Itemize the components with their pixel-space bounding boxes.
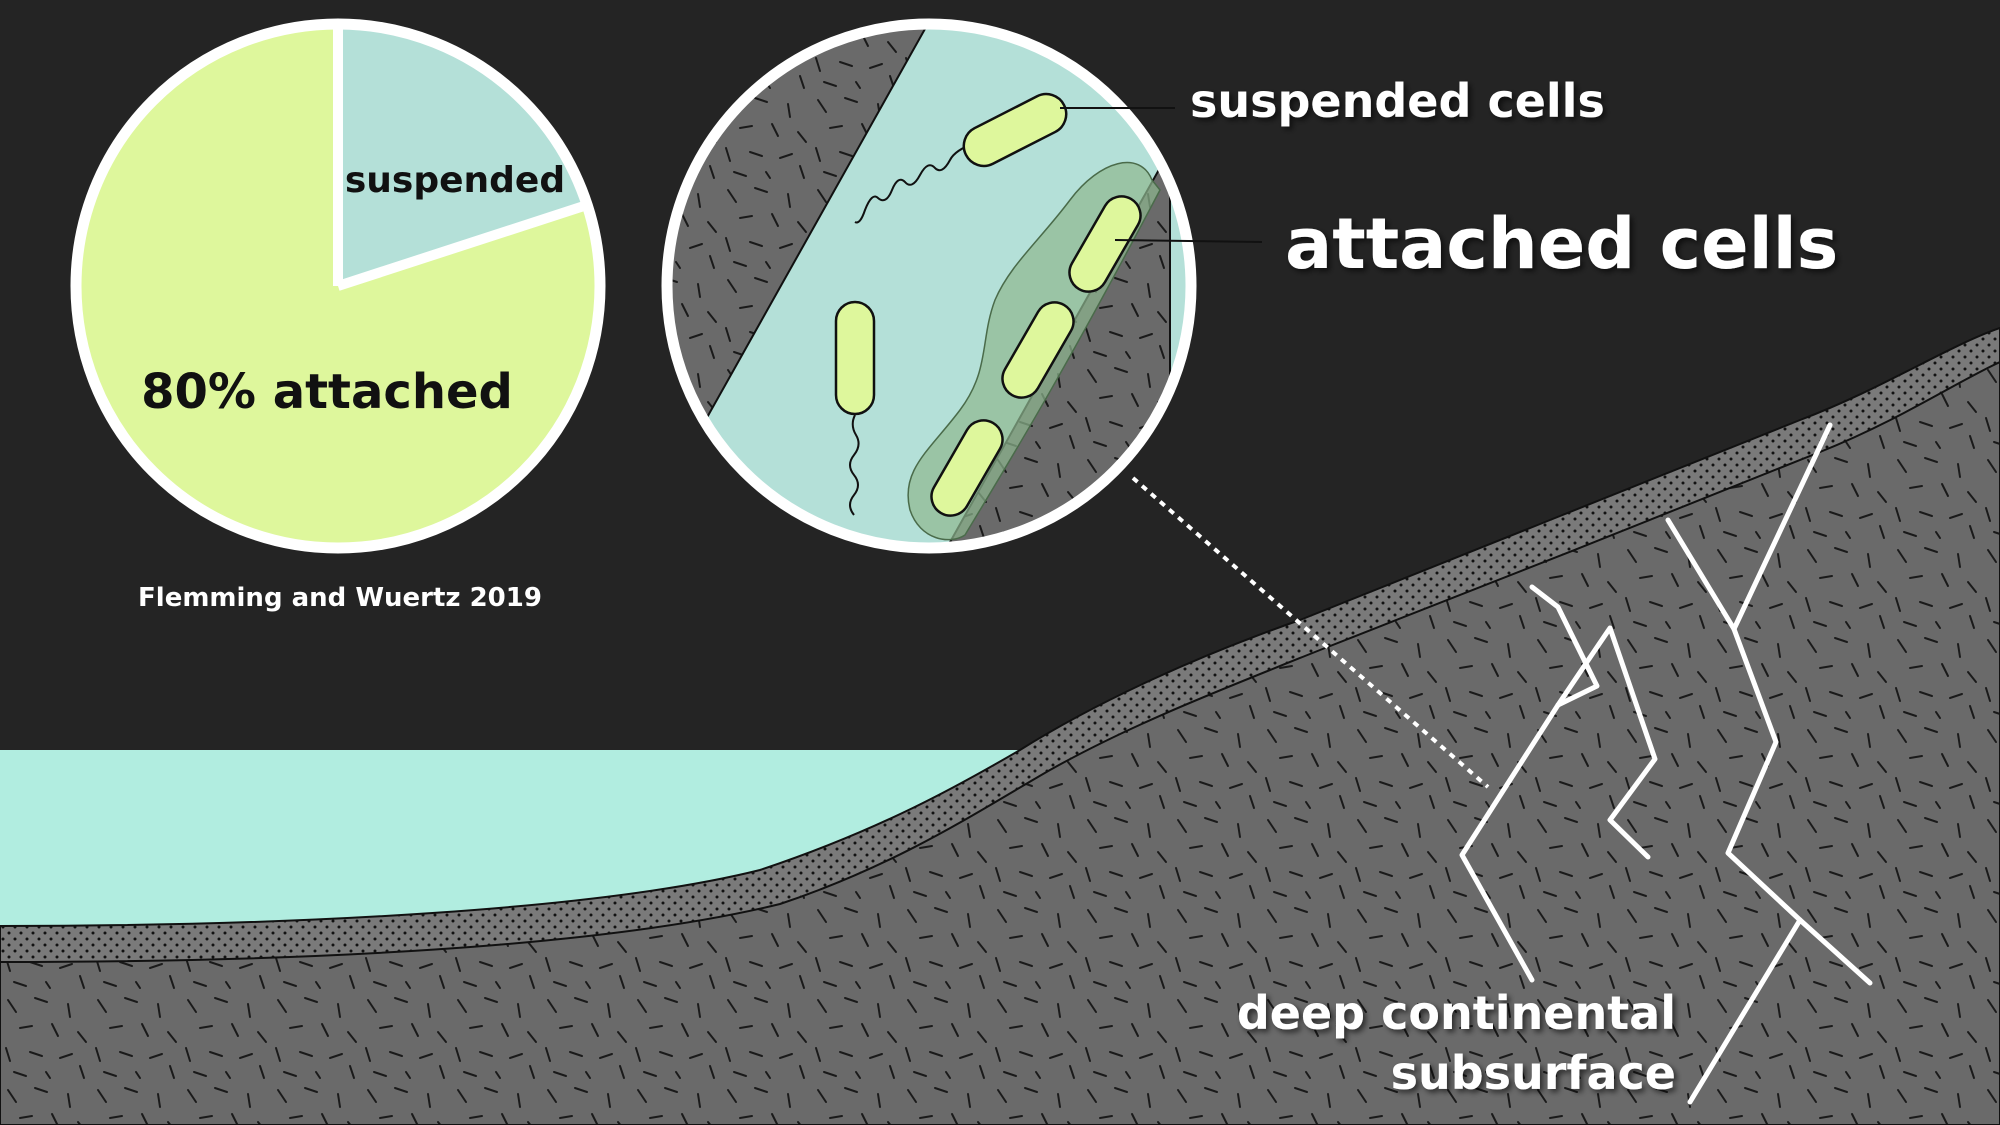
callout-suspended-cells: suspended cells xyxy=(1190,74,1605,128)
suspended-cell-2 xyxy=(834,300,876,516)
pie-label-attached: 80% attached xyxy=(141,364,513,420)
pie-divider-angled xyxy=(336,200,589,291)
attached-cell xyxy=(1001,301,1075,399)
rock-fractures xyxy=(1459,422,1873,1105)
terrain-label-line1: deep continental xyxy=(1237,986,1676,1040)
water-body xyxy=(0,750,1020,926)
suspended-cell-1 xyxy=(854,92,1068,224)
pie-source-citation: Flemming and Wuertz 2019 xyxy=(138,583,542,613)
callout-attached-cells: attached cells xyxy=(1285,203,1838,285)
terrain-label-line2: subsurface xyxy=(1391,1046,1676,1100)
callout-line-attached xyxy=(1114,239,1263,243)
callouts: suspended cells attached cells xyxy=(1060,74,1838,285)
pie-outline xyxy=(70,18,606,554)
zoom-circle-outline xyxy=(661,18,1197,554)
terrain: deep continental subsurface xyxy=(0,326,2000,1125)
pie-chart: suspended 80% attached Flemming and Wuer… xyxy=(70,18,606,613)
attached-cells xyxy=(930,195,1142,517)
bedrock xyxy=(0,360,2000,1125)
attached-cell xyxy=(930,419,1004,517)
attached-cell xyxy=(1068,195,1142,293)
zoom-circle xyxy=(661,18,1197,554)
pie-label-suspended: suspended xyxy=(345,160,565,201)
